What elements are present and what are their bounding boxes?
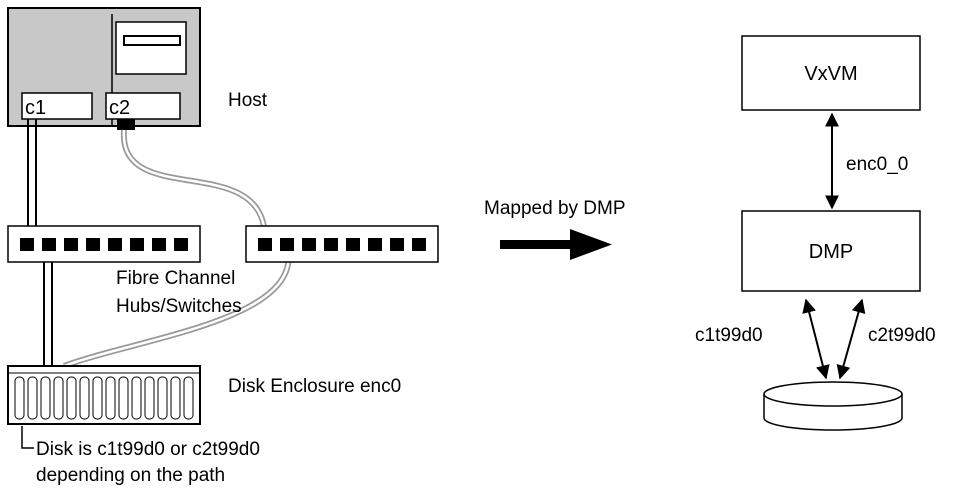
host-drive-slot — [123, 35, 181, 46]
mapping-arrow-shaft — [500, 240, 572, 249]
vxvm-box — [741, 35, 921, 111]
cable-c2-to-hub2-core — [122, 129, 267, 237]
disk-note-line2: depending on the path — [36, 465, 225, 486]
hub-2-port — [258, 238, 272, 251]
disk-enclosure: Disk Enclosure enc0 Disk is c1t99d0 or c… — [7, 365, 401, 486]
disk-slot — [170, 376, 181, 420]
disk-cylinder-top — [763, 381, 903, 407]
disk-slot — [14, 376, 25, 420]
disk-slot — [157, 376, 168, 420]
hub-1-port — [174, 238, 188, 251]
disk-slot — [92, 376, 103, 420]
disk-cylinder — [763, 381, 903, 431]
path1-arrow — [802, 298, 830, 380]
mapping: Mapped by DMP — [484, 198, 626, 260]
cable-c2-to-hub2 — [120, 129, 268, 237]
disk-slot — [105, 376, 116, 420]
controller-c2 — [105, 92, 181, 120]
hub-2-ports — [258, 238, 426, 251]
hub-1-body — [7, 225, 201, 263]
host-port-c2 — [117, 119, 135, 130]
hub-2-port — [302, 238, 316, 251]
host-label: Host — [228, 90, 268, 111]
disk-slot — [183, 376, 194, 420]
hub-1-port — [20, 238, 34, 251]
disk-note-leader — [21, 426, 34, 449]
dmp-label: DMP — [809, 241, 853, 263]
dmp-box — [741, 210, 921, 292]
hub-2-body — [245, 225, 439, 263]
hub-2-port — [368, 238, 382, 251]
mapping-label: Mapped by DMP — [484, 198, 626, 219]
hub-1-port — [42, 238, 56, 251]
cable-hub2-to-disk-core — [63, 249, 290, 368]
hub-1-port — [86, 238, 100, 251]
host-front-panel — [115, 21, 187, 75]
hub-1-ports — [20, 238, 188, 251]
vxvm-label: VxVM — [804, 63, 857, 85]
disk-enclosure-label: Disk Enclosure enc0 — [228, 376, 401, 397]
disk-slot — [79, 376, 90, 420]
hub-1-port — [152, 238, 166, 251]
hub-2-port — [280, 238, 294, 251]
disk-enclosure-body — [7, 365, 201, 425]
cables — [27, 119, 292, 372]
disk-slot — [144, 376, 155, 420]
controller-c2-label: c2 — [109, 97, 130, 119]
hub-2-port — [412, 238, 426, 251]
disk-slot — [131, 376, 142, 420]
controller-c1-label: c1 — [25, 97, 46, 119]
hub-1-port — [108, 238, 122, 251]
controller-c1 — [21, 92, 93, 120]
disk-slot — [118, 376, 129, 420]
disk-slots — [14, 376, 194, 420]
hub-2 — [245, 225, 439, 263]
path2-arrow — [836, 298, 866, 380]
disk-slot — [40, 376, 51, 420]
fabric-label-line2: Hubs/Switches — [116, 296, 242, 317]
hub-2-port — [324, 238, 338, 251]
device-label: enc0_0 — [846, 154, 908, 175]
path2-label: c2t99d0 — [868, 325, 936, 346]
hub-2-port — [346, 238, 360, 251]
disk-slot — [66, 376, 77, 420]
fabric-label-line1: Fibre Channel — [116, 268, 235, 289]
disk-slot — [27, 376, 38, 420]
mapping-arrow-head — [570, 229, 612, 260]
disk-note-line1: Disk is c1t99d0 or c2t99d0 — [36, 439, 260, 460]
hub-2-port — [390, 238, 404, 251]
host: c1 c2 Host — [7, 7, 268, 130]
hub-1-port — [64, 238, 78, 251]
disk-slot — [53, 376, 64, 420]
path1-label: c1t99d0 — [695, 325, 763, 346]
hub-1-port — [130, 238, 144, 251]
hub-1 — [7, 225, 201, 263]
logical-view: VxVM enc0_0 DMP c1t99d0 c2t99d0 — [695, 35, 936, 431]
